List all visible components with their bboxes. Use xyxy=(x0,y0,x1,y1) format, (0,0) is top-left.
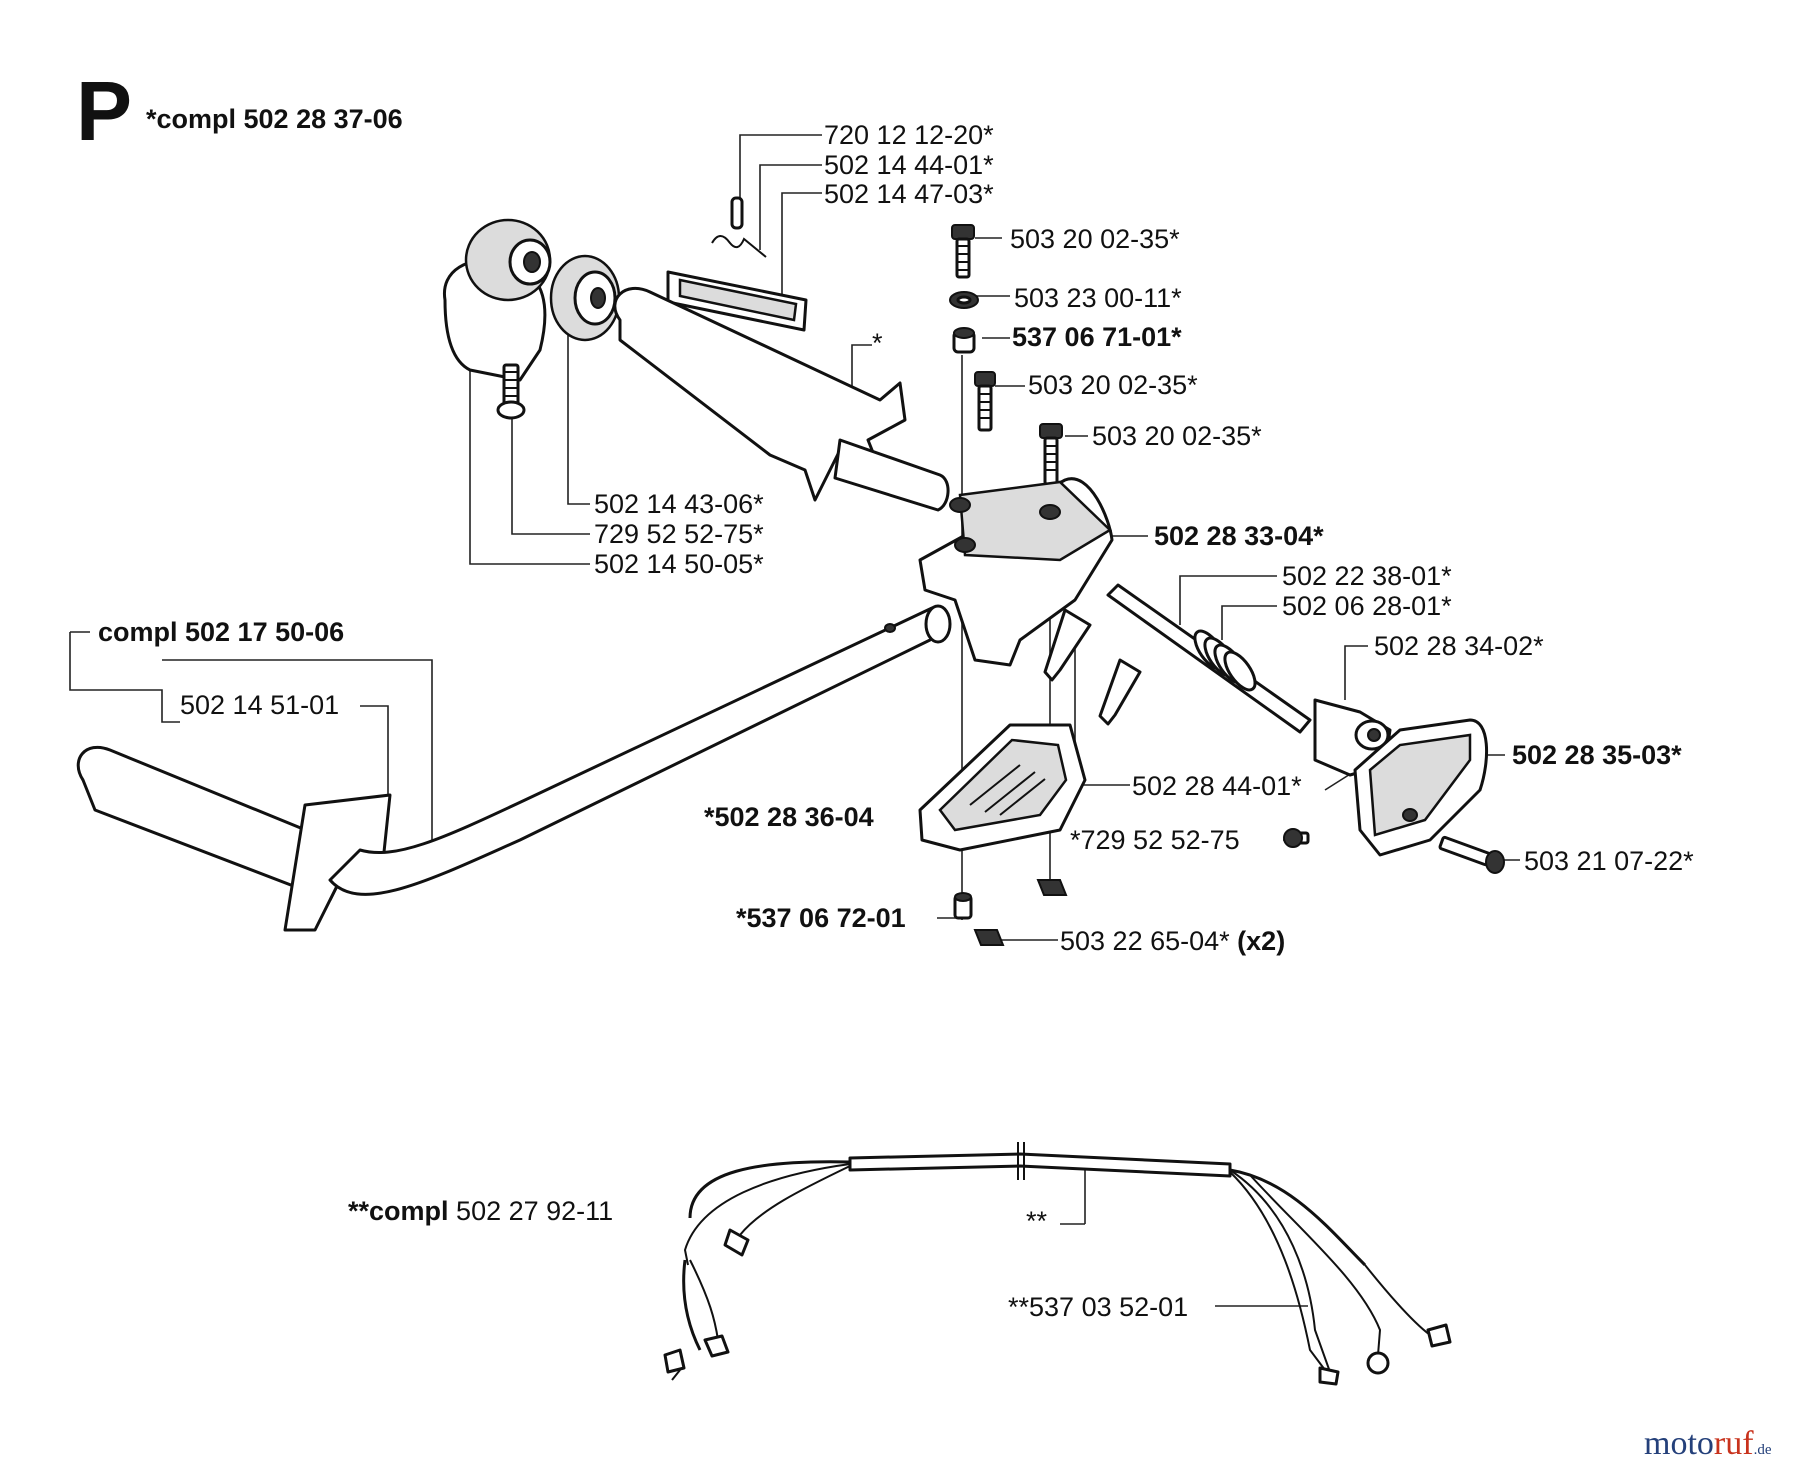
part-label: 503 20 02-35* xyxy=(1092,421,1262,451)
section-letter: P xyxy=(76,64,133,158)
part-label: 503 20 02-35* xyxy=(1010,224,1180,254)
watermark-part2: ruf xyxy=(1713,1425,1754,1462)
part-label: 502 06 28-01* xyxy=(1282,591,1452,621)
washer-hole xyxy=(956,295,972,305)
lower-clamp-channel xyxy=(938,738,1068,832)
wire-assembly-number: 502 27 92-11 xyxy=(456,1196,614,1226)
wire-harness-part xyxy=(663,1142,1452,1386)
wire-star-label: ** xyxy=(1026,1206,1048,1236)
watermark-logo: motoruf.de xyxy=(1644,1424,1771,1470)
part-label: 502 22 38-01* xyxy=(1282,561,1452,591)
part-label-bold: *502 28 36-04 xyxy=(704,802,874,832)
pin-part xyxy=(730,196,744,230)
grip-star-label: * xyxy=(872,328,883,358)
screw-503-20-02-35-mid xyxy=(974,371,996,432)
part-label: 502 14 50-05* xyxy=(594,549,764,579)
watermark-part3: .de xyxy=(1753,1442,1772,1458)
part-label-bold: compl 502 17 50-06 xyxy=(98,617,345,647)
part-label-bold: 502 28 33-04* xyxy=(1154,521,1324,551)
part-label: 502 14 43-06* xyxy=(594,489,764,519)
pin-502-28-44-01-b xyxy=(1098,658,1142,726)
square-nut-a xyxy=(1036,879,1068,896)
wire-assembly-label: **compl 502 27 92-11 xyxy=(348,1196,613,1226)
bolt-537-06-72-01 xyxy=(953,892,973,920)
part-label: 503 21 07-22* xyxy=(1524,846,1694,876)
pin-502-28-44-01-a xyxy=(1043,608,1092,682)
screw-503-20-02-35-top xyxy=(951,224,975,279)
part-label: 502 28 44-01* xyxy=(1132,771,1302,801)
lower-clamp-ribs xyxy=(969,764,1046,816)
part-label-with-qty: 503 22 65-04* (x2) xyxy=(1060,926,1285,956)
handlebar-tube-part xyxy=(76,604,952,932)
part-label: 502 14 47-03* xyxy=(824,179,994,209)
quantity: (x2) xyxy=(1237,926,1286,956)
part-label-bold: 537 06 71-01* xyxy=(1012,322,1182,352)
part-label: 503 20 02-35* xyxy=(1028,370,1198,400)
part-label: 502 14 44-01* xyxy=(824,150,994,180)
part-label-bold: 502 28 35-03* xyxy=(1512,740,1682,770)
part-label: 503 23 00-11* xyxy=(1014,283,1182,313)
coil-spring-part xyxy=(1193,629,1257,692)
wire-assembly-prefix: **compl xyxy=(348,1196,449,1226)
assembly-number: *compl 502 28 37-06 xyxy=(146,104,403,134)
screw-729-52-52-75-lower xyxy=(1283,828,1310,848)
gear-wheel-center xyxy=(590,287,606,309)
sleeve-part xyxy=(952,327,976,354)
part-label: 502 28 34-02* xyxy=(1374,631,1544,661)
square-nut-b xyxy=(973,929,1005,946)
screw-503-21-07-22 xyxy=(1438,835,1505,874)
handle-cap-center xyxy=(523,251,541,273)
cover-hole xyxy=(1402,808,1418,822)
part-label: **537 03 52-01 xyxy=(1008,1292,1189,1322)
handle-grip-tube xyxy=(833,438,950,512)
part-label: 502 14 51-01 xyxy=(180,690,340,720)
part-label: *729 52 52-75 xyxy=(1070,825,1240,855)
watermark-part1: moto xyxy=(1644,1425,1714,1462)
part-label: 720 12 12-20* xyxy=(824,120,994,150)
spring-part xyxy=(711,235,767,258)
upper-clamp-hole-c xyxy=(954,537,976,553)
screw-part-small xyxy=(496,363,526,420)
part-label-bold: *537 06 72-01 xyxy=(736,903,906,933)
handle-grip-part xyxy=(613,286,907,502)
upper-clamp-hole-a xyxy=(949,497,971,513)
part-label: 729 52 52-75* xyxy=(594,519,764,549)
upper-clamp-hole-b xyxy=(1039,504,1061,520)
throttle-lever-slot xyxy=(678,278,798,322)
cover-face xyxy=(1368,733,1472,837)
part-number: 503 22 65-04* xyxy=(1060,926,1230,956)
